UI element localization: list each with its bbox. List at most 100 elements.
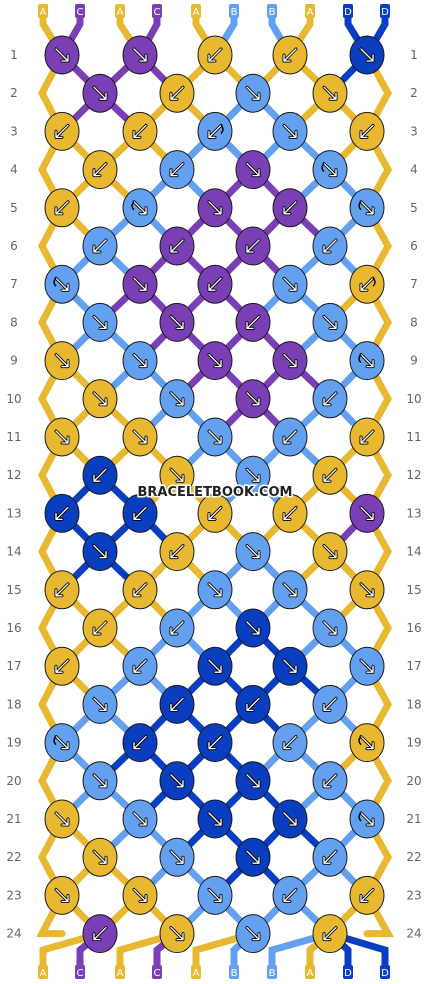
- knot-r19-c4: [272, 723, 308, 763]
- watermark: BRACELETBOOK.COM: [138, 485, 293, 500]
- knot-r20-c2: [159, 761, 195, 801]
- strand-label-D: D: [381, 968, 389, 979]
- knot-r18-c1: [82, 684, 118, 724]
- strand-label-C: C: [77, 7, 84, 18]
- knot-r5-c1: [44, 188, 80, 228]
- knot-r6-c3: [235, 226, 271, 266]
- knot-r12-c1: [82, 455, 118, 495]
- row-number-right: 8: [410, 315, 418, 329]
- row-number-right: 6: [410, 239, 418, 253]
- knot-r11-c1: [44, 417, 80, 457]
- row-number-left: 14: [6, 545, 21, 559]
- row-number-left: 20: [6, 774, 21, 788]
- row-number-right: 20: [406, 774, 421, 788]
- knot-r16-c2: [159, 608, 195, 648]
- row-number-right: 18: [406, 697, 421, 711]
- knot-r1-c5: [349, 35, 385, 75]
- row-number-left: 23: [6, 888, 21, 902]
- knot-r1-c2: [122, 35, 158, 75]
- knot-r17-c2: [122, 646, 158, 686]
- knot-r18-c3: [235, 684, 271, 724]
- knot-r14-c1: [82, 532, 118, 572]
- knot-r10-c3: [235, 379, 271, 419]
- knot-r7-c1: [44, 264, 80, 304]
- row-number-right: 17: [406, 659, 421, 673]
- row-number-right: 4: [410, 163, 418, 177]
- row-number-left: 18: [6, 697, 21, 711]
- strand-label-A: A: [307, 7, 314, 18]
- row-number-left: 13: [6, 506, 21, 520]
- knot-r4-c1: [82, 150, 118, 190]
- strand-label-C: C: [154, 968, 161, 979]
- knot-r18-c2: [159, 684, 195, 724]
- knot-r23-c2: [122, 875, 158, 915]
- row-number-left: 16: [6, 621, 21, 635]
- knot-r1-c4: [272, 35, 308, 75]
- knot-r9-c4: [272, 341, 308, 381]
- knot-r3-c3: [197, 111, 233, 151]
- knot-r3-c4: [272, 111, 308, 151]
- row-number-right: 10: [406, 392, 421, 406]
- knot-r5-c3: [197, 188, 233, 228]
- knot-r2-c2: [159, 73, 195, 113]
- knot-r14-c4: [312, 532, 348, 572]
- knot-r5-c2: [122, 188, 158, 228]
- knot-r6-c2: [159, 226, 195, 266]
- knot-r10-c4: [312, 379, 348, 419]
- knot-r15-c1: [44, 570, 80, 610]
- row-number-left: 15: [6, 583, 21, 597]
- knot-r19-c5: [349, 723, 385, 763]
- knot-r18-c4: [312, 684, 348, 724]
- knot-r4-c3: [235, 150, 271, 190]
- strand-label-A: A: [117, 7, 124, 18]
- strand-label-A: A: [307, 968, 314, 979]
- knot-r17-c4: [272, 646, 308, 686]
- row-number-left: 9: [10, 354, 18, 368]
- knot-r15-c3: [197, 570, 233, 610]
- knot-r5-c5: [349, 188, 385, 228]
- knot-r19-c2: [122, 723, 158, 763]
- strand-label-D: D: [381, 7, 389, 18]
- knot-r3-c2: [122, 111, 158, 151]
- knot-r2-c4: [312, 73, 348, 113]
- knot-r10-c2: [159, 379, 195, 419]
- knot-r1-c3: [197, 35, 233, 75]
- knot-r16-c4: [312, 608, 348, 648]
- knot-r7-c4: [272, 264, 308, 304]
- knot-r8-c1: [82, 302, 118, 342]
- knot-r8-c3: [235, 302, 271, 342]
- row-number-right: 21: [406, 812, 421, 826]
- row-number-right: 19: [406, 736, 421, 750]
- row-number-left: 10: [6, 392, 21, 406]
- knot-r3-c1: [44, 111, 80, 151]
- knot-r4-c2: [159, 150, 195, 190]
- knot-r13-c5: [349, 493, 385, 533]
- strand-label-B: B: [269, 7, 276, 18]
- knot-r14-c2: [159, 532, 195, 572]
- knot-r9-c1: [44, 341, 80, 381]
- knot-r22-c4: [312, 837, 348, 877]
- knot-r9-c5: [349, 341, 385, 381]
- strand-label-D: D: [344, 968, 352, 979]
- knot-r17-c1: [44, 646, 80, 686]
- knot-r2-c3: [235, 73, 271, 113]
- knot-r11-c2: [122, 417, 158, 457]
- knot-r8-c4: [312, 302, 348, 342]
- row-number-left: 5: [10, 201, 18, 215]
- knot-r13-c1: [44, 493, 80, 533]
- knot-r15-c4: [272, 570, 308, 610]
- knot-r12-c3: [235, 455, 271, 495]
- row-number-right: 11: [406, 430, 421, 444]
- knot-r8-c2: [159, 302, 195, 342]
- knot-r14-c3: [235, 532, 271, 572]
- knot-r17-c3: [197, 646, 233, 686]
- knot-r7-c2: [122, 264, 158, 304]
- row-number-right: 3: [410, 124, 418, 138]
- row-number-right: 13: [406, 506, 421, 520]
- row-number-left: 24: [6, 927, 21, 941]
- row-number-left: 11: [6, 430, 21, 444]
- row-number-right: 9: [410, 354, 418, 368]
